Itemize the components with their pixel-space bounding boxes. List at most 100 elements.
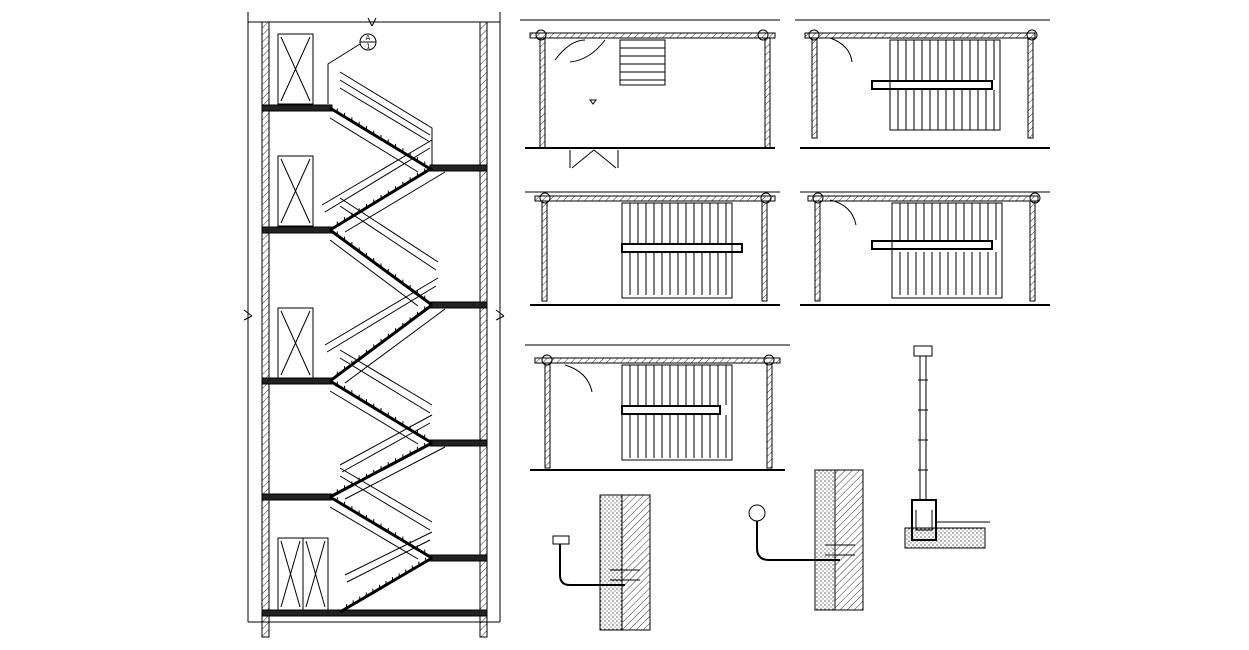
- post-ticks: [918, 379, 928, 471]
- handrail-bar: [324, 147, 431, 213]
- plan-wall-left: [544, 362, 551, 469]
- stair-treads: [897, 40, 995, 80]
- handrail-bar: [339, 87, 431, 143]
- handrail: [339, 414, 433, 466]
- stair-run: [619, 39, 666, 86]
- stair-landing-beam: [871, 80, 993, 90]
- handrail-bar: [339, 205, 437, 271]
- section-callout: A 1: [327, 33, 377, 104]
- landing-slab: [261, 377, 333, 385]
- base-bracket: [915, 510, 933, 531]
- door-glazing: [280, 36, 311, 102]
- plan-level-a: [795, 19, 1050, 149]
- plan-ground: [520, 19, 780, 169]
- plan-wall-right: [1029, 200, 1036, 302]
- stair-treads: [629, 253, 727, 295]
- handrail-detail-right: [748, 469, 864, 611]
- flight-1-soffit: [329, 117, 419, 173]
- plan-wall-right: [766, 362, 773, 469]
- column-marker: [760, 192, 772, 204]
- wall-section: [814, 469, 836, 611]
- door-swing: [829, 37, 853, 63]
- stair-landing-beam: [871, 240, 993, 250]
- column-marker: [539, 192, 551, 204]
- plan-wall-top: [807, 195, 1039, 202]
- ground-slab: [261, 609, 488, 617]
- plan-wall-top: [534, 357, 781, 364]
- stair-treads: [899, 252, 997, 295]
- stair-well: [891, 202, 1003, 299]
- right-wall: [479, 21, 488, 638]
- level-marker: [589, 99, 597, 105]
- rail-bracket: [552, 535, 570, 545]
- break-mark: [495, 309, 505, 321]
- landing-slab: [261, 493, 333, 501]
- landing-slab: [429, 164, 488, 172]
- left-wall: [261, 21, 270, 638]
- floor-slab-section: [904, 527, 986, 549]
- stair-treads: [629, 415, 727, 458]
- column-marker: [1026, 29, 1038, 41]
- flight-5-soffit: [329, 390, 419, 445]
- landing-slab: [261, 104, 333, 112]
- handrail-bar: [339, 475, 431, 531]
- plan-wall-left: [814, 200, 821, 302]
- plan-wall-left: [811, 37, 818, 139]
- plan-wall-left: [539, 37, 546, 149]
- landing-slab: [429, 554, 488, 562]
- rail-tube: [748, 504, 766, 522]
- plan-wall-top: [534, 195, 776, 202]
- handrail: [339, 197, 439, 263]
- flight-2-soffit: [344, 171, 446, 233]
- plan-wall-top: [529, 32, 776, 39]
- flight-4-soffit: [344, 308, 446, 384]
- stair-treads: [629, 365, 727, 405]
- rail-arm: [756, 521, 840, 561]
- plan-wall-right: [761, 200, 768, 302]
- column-marker: [1029, 192, 1041, 204]
- column-marker: [812, 192, 824, 204]
- callout-top: A: [366, 34, 371, 42]
- column-marker: [541, 354, 553, 366]
- stair-treads: [899, 203, 997, 240]
- post-cap: [913, 345, 933, 357]
- landing-slab: [429, 301, 488, 309]
- callout-leader: [327, 43, 361, 104]
- wall-section: [599, 494, 623, 631]
- doors: [277, 33, 329, 611]
- balustrade-post-detail: [904, 345, 990, 549]
- stair-landing-beam: [621, 243, 743, 253]
- entry-doors: [569, 149, 619, 169]
- door-glazing: [280, 540, 326, 608]
- stair-landing-beam: [621, 405, 721, 415]
- plan-wall-right: [764, 37, 771, 149]
- callout-bottom: 1: [366, 43, 370, 51]
- handrail: [339, 349, 433, 406]
- handrail-bar: [339, 79, 431, 136]
- handrails: [321, 71, 439, 583]
- door: [277, 155, 314, 227]
- break-mark: [367, 17, 377, 27]
- handrail: [339, 467, 433, 523]
- stair-steps: [336, 108, 426, 609]
- column-marker: [535, 29, 547, 41]
- wall-finish: [834, 469, 864, 611]
- break-mark: [243, 309, 253, 321]
- wall-finish: [621, 494, 651, 631]
- column-marker: [763, 354, 775, 366]
- handrail: [344, 531, 433, 576]
- handrail: [339, 71, 433, 165]
- landing-slab: [261, 226, 333, 234]
- anchor-plate: [825, 544, 855, 556]
- anchor-plate: [610, 569, 640, 581]
- handrail-bar: [346, 539, 431, 583]
- stair-treads: [620, 47, 665, 81]
- stair-section: A 1: [243, 12, 505, 638]
- column-marker: [757, 29, 769, 41]
- landing-slab: [429, 439, 488, 447]
- flight-7-soffit: [329, 506, 419, 560]
- column-marker: [808, 29, 820, 41]
- flight-6-soffit: [344, 446, 446, 500]
- floor-slabs: [261, 104, 488, 617]
